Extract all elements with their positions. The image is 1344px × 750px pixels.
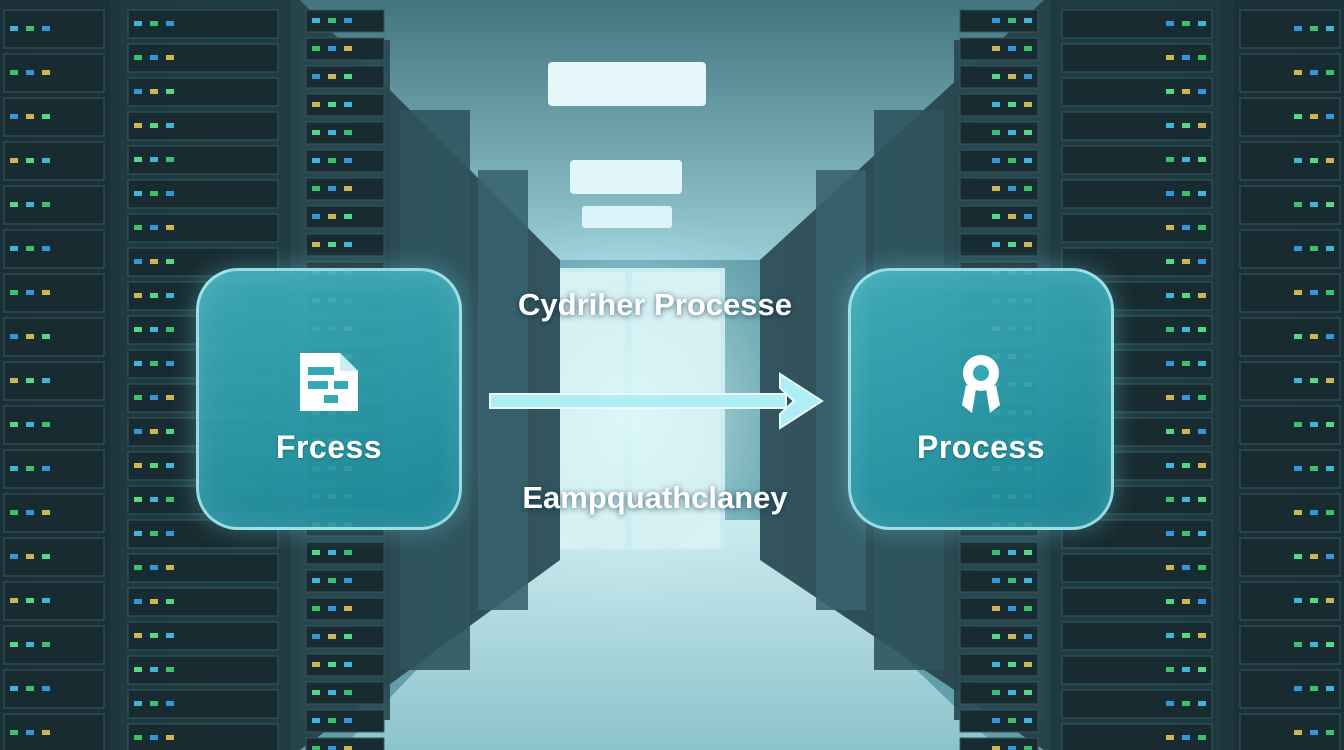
- flow-arrow: [489, 372, 824, 430]
- document-icon: [300, 353, 358, 411]
- ribbon-badge-icon: [962, 355, 1000, 413]
- edge-top-label: Cydriher Processe: [518, 287, 792, 322]
- right-process-node: Process: [848, 268, 1114, 530]
- left-node-label: Frcess: [275, 429, 383, 465]
- right-node-label: Process: [916, 429, 1046, 465]
- edge-bottom-label: Eampquathclaney: [522, 480, 788, 515]
- left-process-node: Frcess: [196, 268, 462, 530]
